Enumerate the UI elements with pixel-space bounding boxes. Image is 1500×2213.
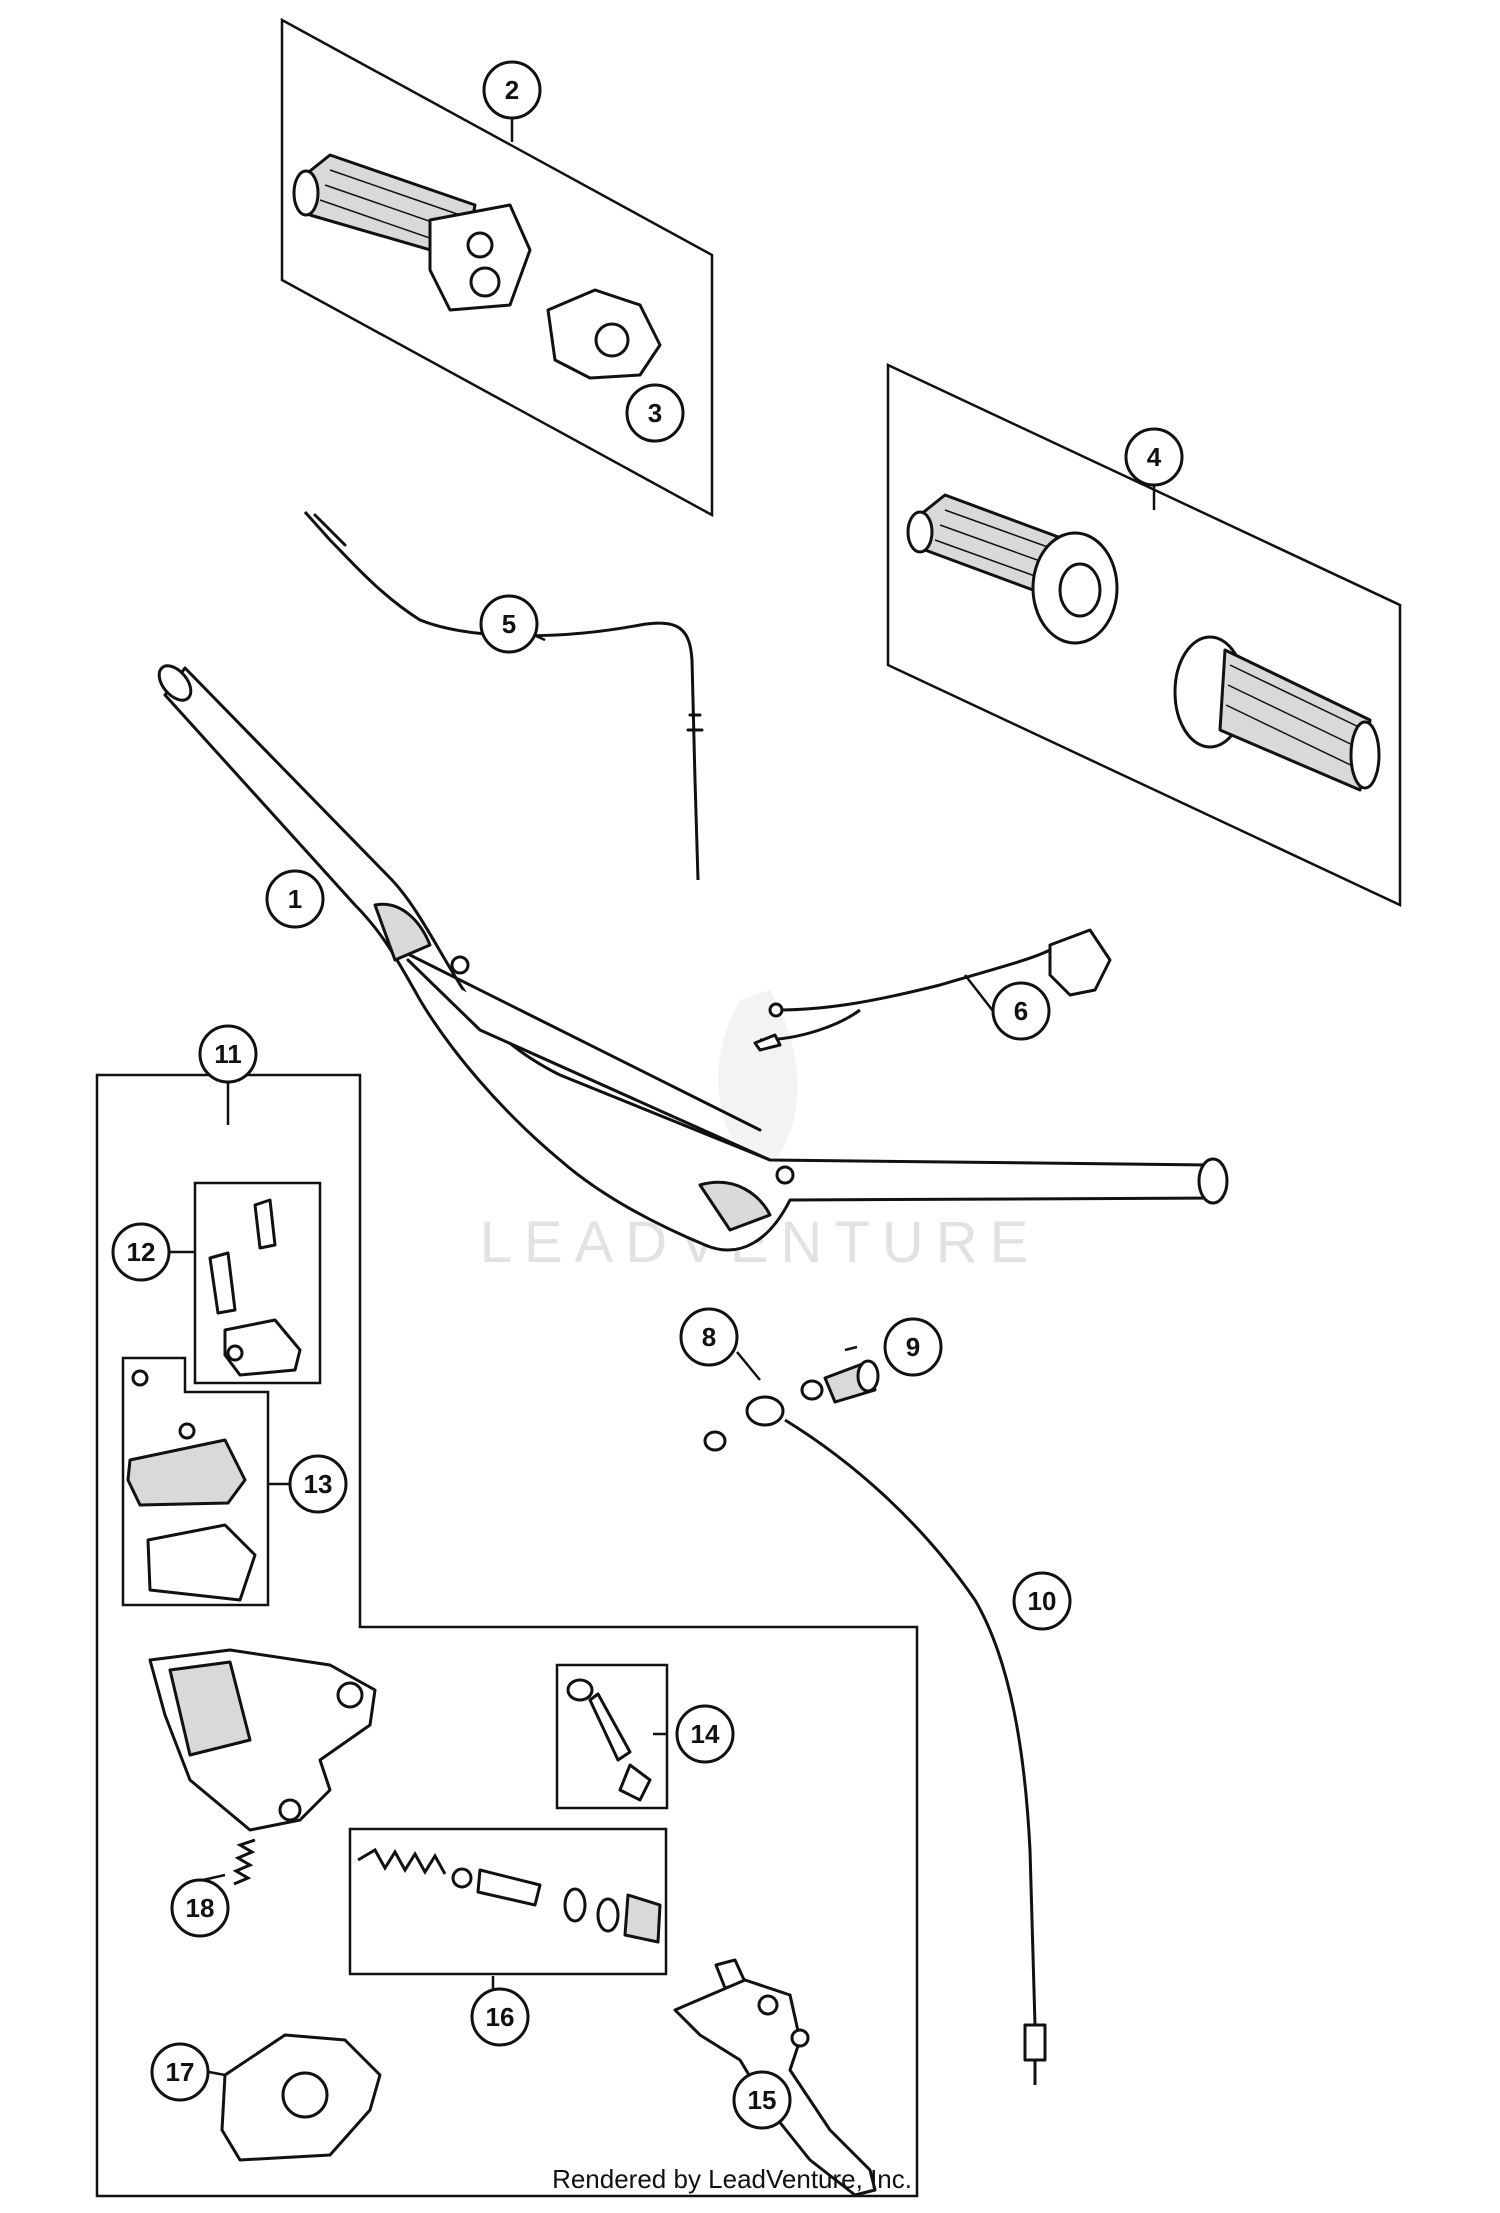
callout-4: 4: [1124, 427, 1184, 487]
svg-text:1: 1: [288, 884, 302, 914]
callout-6: 6: [991, 981, 1051, 1041]
callout-9: 9: [883, 1317, 943, 1377]
callout-12: 12: [111, 1222, 171, 1282]
leader-lines: [167, 116, 1156, 2087]
svg-text:15: 15: [748, 2085, 777, 2115]
reservoir-cover: [126, 1369, 257, 1602]
svg-text:10: 10: [1028, 1586, 1057, 1616]
svg-text:11: 11: [214, 1039, 242, 1069]
svg-text:18: 18: [186, 1893, 215, 1923]
lever-protector: [220, 2033, 382, 2162]
callout-8: 8: [679, 1307, 739, 1367]
callout-18: 18: [170, 1878, 230, 1938]
callout-16: 16: [470, 1987, 530, 2047]
svg-text:14: 14: [691, 1719, 720, 1749]
banjo-bolt: [823, 1359, 880, 1404]
kit-4-frame: [886, 363, 1402, 907]
callout-14: 14: [675, 1704, 735, 1764]
svg-text:6: 6: [1014, 996, 1028, 1026]
svg-text:5: 5: [502, 609, 516, 639]
callout-17: 17: [150, 2042, 210, 2102]
callout-13: 13: [288, 1454, 348, 1514]
svg-text:13: 13: [304, 1469, 333, 1499]
throttle-grip-assembly: [292, 153, 532, 312]
svg-text:12: 12: [127, 1237, 156, 1267]
kill-switch: [753, 928, 1112, 1052]
svg-text:2: 2: [505, 75, 519, 105]
clamp-with-bolts: [208, 1198, 302, 1377]
svg-text:3: 3: [648, 398, 662, 428]
callout-5: 5: [479, 594, 539, 654]
throttle-cable: [303, 511, 704, 881]
callout-15: 15: [732, 2070, 792, 2130]
spring: [232, 1838, 256, 1886]
callout-1: 1: [265, 869, 325, 929]
svg-text:17: 17: [166, 2057, 195, 2087]
kit-13-frame: [121, 1356, 270, 1607]
brake-line: [745, 1395, 1047, 2085]
grip-set: [906, 493, 1381, 792]
svg-text:8: 8: [702, 1322, 716, 1352]
kit-11-frame: [95, 1073, 919, 2198]
kit-12-frame: [193, 1181, 322, 1385]
handlebar: [157, 664, 1229, 1252]
kit-2-frame: [280, 17, 714, 518]
master-cylinder-body: [148, 1648, 377, 1832]
kit-14-frame: [555, 1663, 669, 1810]
bleeder-valve: [566, 1678, 652, 1802]
svg-text:4: 4: [1147, 442, 1162, 472]
sealing-rings: [703, 1379, 824, 1452]
svg-text:16: 16: [486, 2002, 515, 2032]
footer-credit: Rendered by LeadVenture, Inc.: [552, 2164, 912, 2194]
callout-2: 2: [482, 60, 542, 120]
callout-3: 3: [625, 383, 685, 443]
callout-10: 10: [1012, 1571, 1072, 1631]
throttle-housing-cover: [546, 288, 662, 380]
piston-kit: [357, 1847, 662, 1944]
svg-text:9: 9: [906, 1332, 920, 1362]
callout-11: 11: [198, 1024, 258, 1084]
kit-16-frame: [348, 1827, 668, 1976]
